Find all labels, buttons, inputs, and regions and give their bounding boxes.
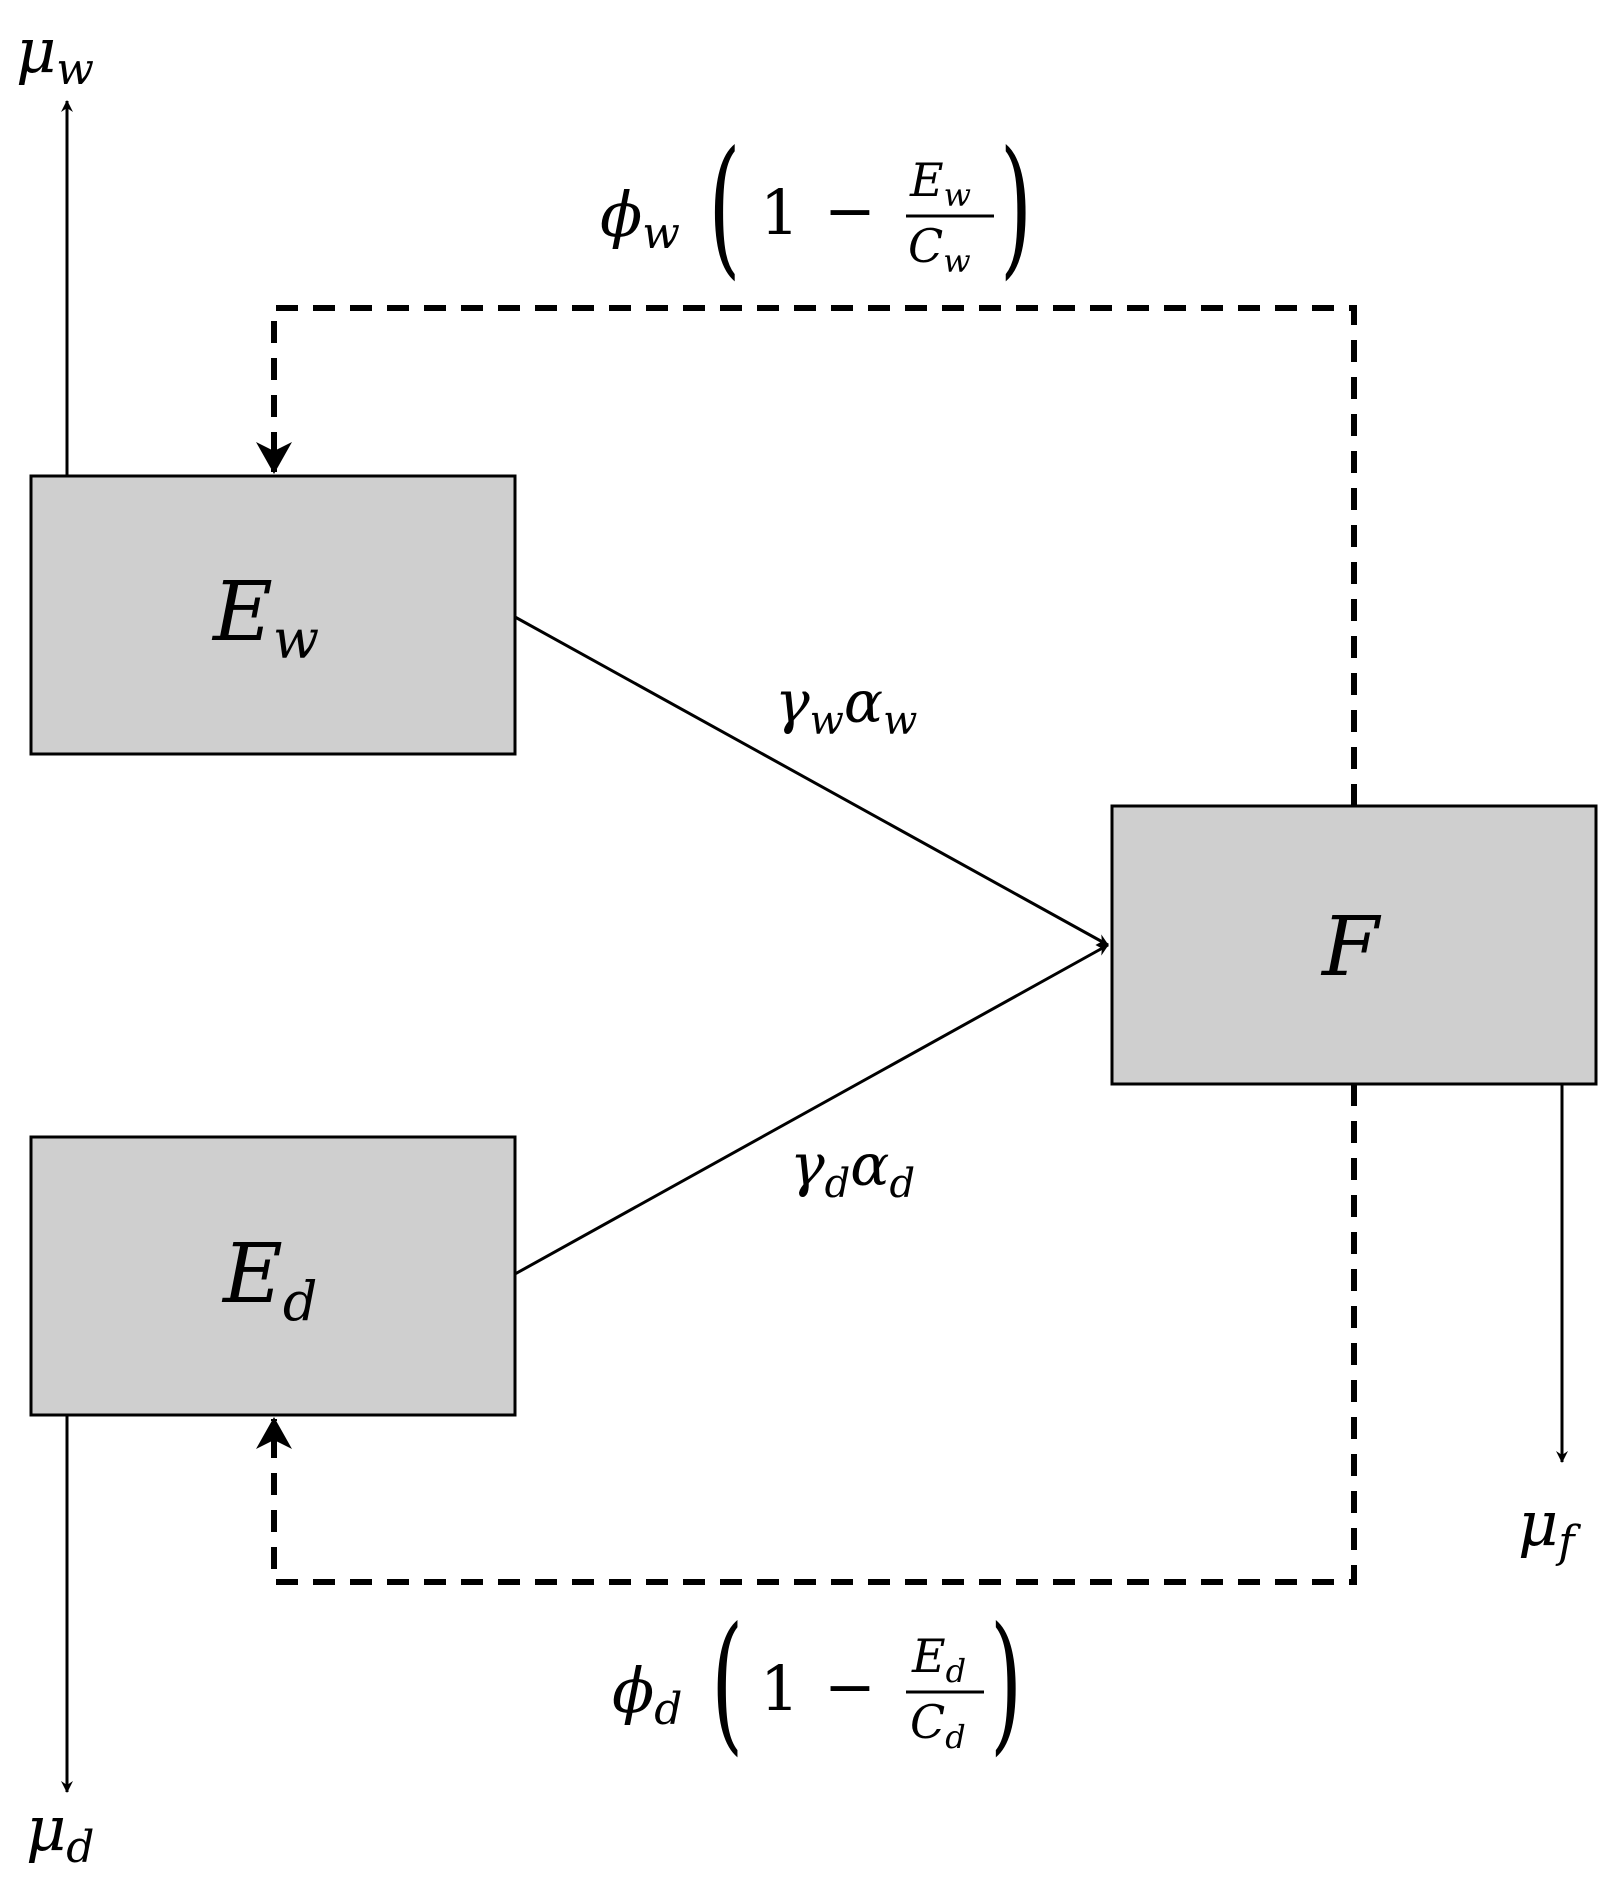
node-ed-label: Ed (221, 1227, 317, 1333)
svg-text:(: ( (708, 119, 740, 294)
label-mu-f: μf (1518, 1487, 1581, 1568)
svg-text:(: ( (711, 1595, 743, 1770)
label-gamma-w-alpha-w: γwαw (775, 668, 917, 744)
svg-text:Ed: Ed (911, 1629, 966, 1690)
arrow-ed-to-f (514, 943, 1109, 1276)
arrow-ew-to-f (514, 615, 1109, 947)
svg-text:ϕw: ϕw (600, 178, 680, 259)
svg-text:1: 1 (760, 176, 799, 249)
svg-text:Cw: Cw (908, 219, 971, 280)
dashed-arrow-f-to-ed (256, 1084, 1357, 1585)
svg-text:Cd: Cd (910, 1695, 966, 1756)
dashed-arrow-f-to-ew (256, 305, 1357, 806)
svg-text:−: − (824, 174, 876, 247)
node-ew-label: Ew (211, 565, 319, 671)
node-f-label: F (1320, 900, 1382, 995)
label-phi-w: ϕw ( 1 − Ew Cw ) (600, 119, 1032, 294)
svg-text:ϕd: ϕd (612, 1654, 682, 1735)
node-ew-box (29, 474, 517, 756)
label-mu-w: μw (16, 14, 94, 95)
svg-text:Ew: Ew (909, 153, 971, 214)
svg-text:−: − (824, 1650, 876, 1723)
svg-text:): ) (990, 1595, 1022, 1770)
label-mu-d: μd (26, 1792, 94, 1873)
label-phi-d: ϕd ( 1 − Ed Cd ) (612, 1595, 1022, 1770)
node-ed-box (29, 1135, 517, 1417)
svg-text:1: 1 (760, 1652, 799, 1725)
label-gamma-d-alpha-d: γdαd (790, 1131, 915, 1207)
svg-text:): ) (1000, 119, 1032, 294)
